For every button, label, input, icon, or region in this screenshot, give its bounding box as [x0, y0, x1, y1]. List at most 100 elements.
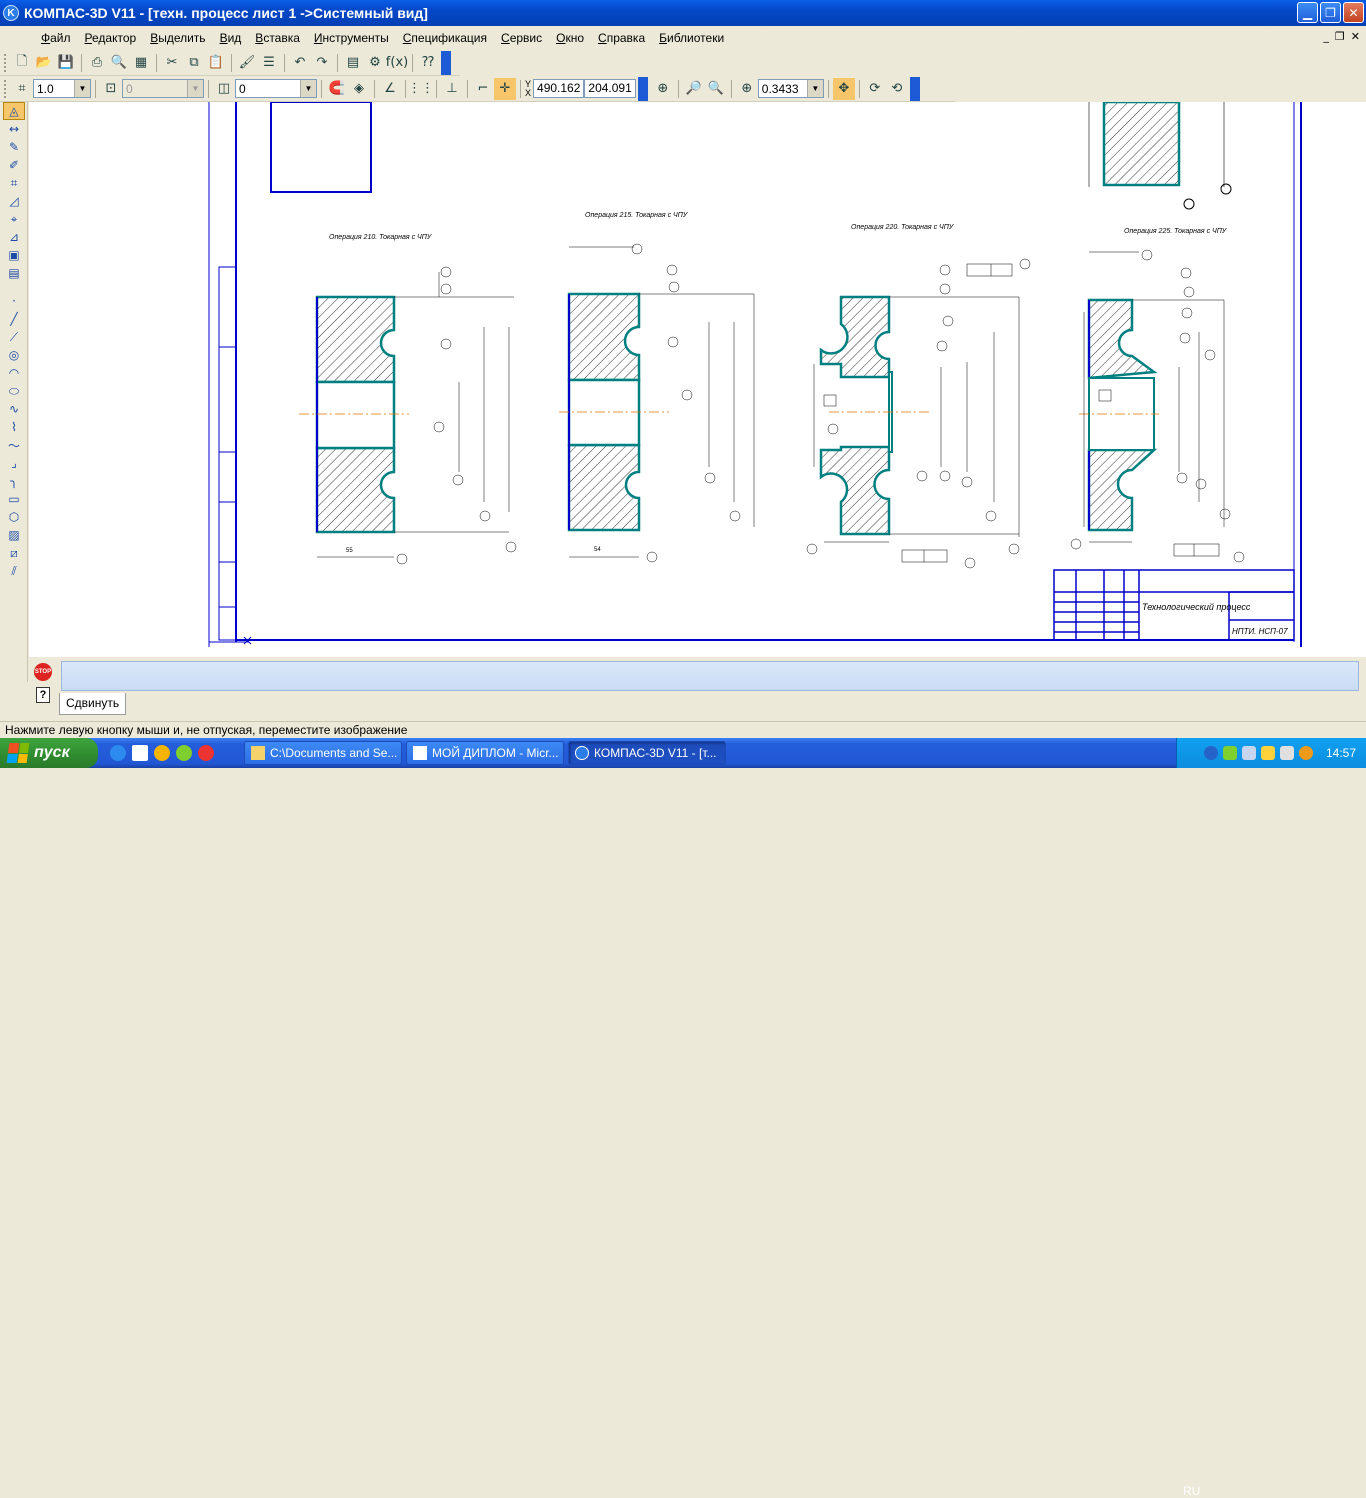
context-help-icon[interactable]: ⁇ [422, 55, 434, 70]
minimize-button[interactable]: ▁ [1297, 2, 1318, 23]
toolbar-overflow[interactable] [909, 76, 920, 101]
drawing-canvas[interactable]: Операция 210. Токарная с ЧПУ 55 Операция… [29, 102, 1366, 657]
layout-icon[interactable]: ▦ [134, 55, 148, 70]
app-flower-icon[interactable] [176, 745, 192, 761]
print-preview-icon[interactable]: 🔍 [110, 55, 128, 70]
tray-arrow-icon[interactable] [1203, 746, 1218, 760]
fillet-icon[interactable]: ╮ [10, 474, 18, 488]
parametric-tool-icon[interactable]: ⌗ [10, 175, 18, 190]
maximize-button[interactable]: ❐ [1320, 2, 1341, 23]
menu-editor[interactable]: Редактор [84, 31, 137, 45]
pan-icon[interactable]: ✥ [832, 77, 855, 100]
mdi-close-icon[interactable]: ✕ [1350, 30, 1360, 43]
chevron-down-icon[interactable]: ▼ [74, 80, 90, 97]
local-cs-icon[interactable]: ⊥ [446, 81, 458, 96]
measure-tool-icon[interactable]: ◿ [9, 194, 19, 208]
snap-local-icon[interactable]: ◈ [354, 81, 364, 96]
polygon-icon[interactable]: ⬡ [8, 510, 20, 524]
menu-libraries[interactable]: Библиотеки [659, 31, 725, 45]
zoom-combo[interactable]: 0.3433 ▼ [757, 79, 824, 98]
menu-file[interactable]: Файл [41, 31, 71, 45]
task-word[interactable]: МОЙ ДИПЛОМ - Micr... [406, 741, 564, 765]
tray-security-icon[interactable] [1260, 746, 1275, 760]
segment-icon[interactable]: ⟋ [9, 329, 19, 344]
layer-combo[interactable]: 0 ▼ [235, 79, 317, 98]
toolbar-overflow[interactable] [441, 50, 451, 75]
round-icon[interactable]: ✛ [494, 77, 516, 100]
snap-icon[interactable]: 🧲 [328, 81, 346, 96]
fx-icon[interactable]: f(x) [385, 55, 409, 70]
ortho-icon[interactable]: ⌐ [477, 81, 489, 96]
tray-flower-icon[interactable] [1222, 746, 1237, 760]
format-brush-icon[interactable]: 🖌 [238, 55, 256, 70]
mdi-minimize-icon[interactable]: _ [1323, 30, 1329, 43]
coord-x-field[interactable]: 490.162 [533, 79, 585, 98]
arc-icon[interactable]: ◠ [8, 366, 20, 380]
geometry-tool-icon[interactable]: ◬ [3, 102, 25, 120]
spec-tool-icon[interactable]: ▣ [8, 248, 20, 262]
menu-service[interactable]: Сервис [501, 31, 543, 45]
refresh-icon[interactable]: ⟳ [869, 81, 881, 96]
menu-select[interactable]: Выделить [150, 31, 206, 45]
tray-network-icon[interactable] [1241, 746, 1256, 760]
help-icon[interactable]: ? [36, 687, 50, 703]
chamfer-icon[interactable]: ⌟ [11, 456, 17, 470]
properties-icon[interactable]: ☰ [263, 55, 275, 70]
edit-tool-icon[interactable]: ✐ [8, 158, 20, 172]
tray-volume-icon[interactable] [1279, 746, 1294, 760]
redraw-icon[interactable]: ⟲ [891, 81, 903, 96]
redo-icon[interactable]: ↷ [316, 55, 328, 70]
chevron-down-icon[interactable]: ▼ [300, 80, 316, 97]
task-explorer[interactable]: C:\Documents and Se... [244, 741, 402, 765]
menu-view[interactable]: Вид [219, 31, 242, 45]
stop-icon[interactable]: STOP [34, 663, 52, 681]
open-folder-icon[interactable]: 📂 [35, 55, 53, 70]
layers-icon[interactable]: ◫ [217, 81, 231, 96]
dimensions-tool-icon[interactable]: ↔ [8, 122, 20, 136]
circle-icon[interactable]: ◎ [8, 348, 20, 362]
coord-y-field[interactable]: 204.091 [584, 79, 636, 98]
ellipse-icon[interactable]: ⬭ [8, 383, 20, 398]
save-icon[interactable]: 💾 [57, 55, 75, 70]
menu-help[interactable]: Справка [598, 31, 646, 45]
zoom-scale-icon[interactable]: ⊕ [741, 81, 753, 96]
line-scale-icon[interactable]: ⌗ [18, 81, 26, 96]
chevron-down-icon[interactable]: ▼ [806, 80, 823, 97]
undo-icon[interactable]: ↶ [294, 55, 306, 70]
language-indicator[interactable]: RU [1183, 1484, 1201, 1498]
tray-app-icon[interactable] [1298, 746, 1313, 760]
hatch-icon[interactable]: ▨ [8, 528, 20, 542]
manager-icon[interactable]: ▤ [346, 55, 360, 70]
zoom-in-icon[interactable]: 🔎 [685, 81, 702, 96]
rectangle-icon[interactable]: ▭ [8, 492, 20, 506]
variables-icon[interactable]: ⚙ [369, 55, 381, 70]
app-a-icon[interactable] [154, 745, 170, 761]
line-scale-combo[interactable]: 1.0 ▼ [33, 79, 91, 98]
point-icon[interactable]: · [12, 294, 16, 308]
menu-tools[interactable]: Инструменты [313, 31, 389, 45]
menu-specification[interactable]: Спецификация [402, 31, 488, 45]
cut-icon[interactable]: ✂ [166, 55, 178, 70]
equidistant-icon[interactable]: ⫽ [11, 563, 17, 578]
spline-icon[interactable]: ∿ [8, 402, 20, 416]
print-icon[interactable]: ⎙ [91, 55, 103, 70]
start-button[interactable]: пуск [0, 738, 98, 768]
show-desktop-icon[interactable] [132, 745, 148, 761]
task-kompas[interactable]: КОМПАС-3D V11 - [т... [568, 741, 726, 765]
polyline-icon[interactable]: ⌇ [11, 420, 17, 434]
close-button[interactable]: ✕ [1343, 2, 1364, 23]
zoom-out-icon[interactable]: 🔍 [707, 81, 724, 96]
auxiliary-line-icon[interactable]: ╱ [10, 312, 18, 326]
grid-icon[interactable]: ⋮⋮ [408, 81, 434, 96]
angle-snap-icon[interactable]: ∠ [384, 81, 396, 96]
associative-tool-icon[interactable]: ⊿ [8, 230, 20, 244]
tab-shift[interactable]: Сдвинуть [59, 693, 127, 715]
zoom-window-icon[interactable]: ⊕ [657, 81, 669, 96]
contour-icon[interactable]: ⧄ [10, 545, 18, 560]
chrome-icon[interactable] [198, 745, 214, 761]
internet-explorer-icon[interactable] [110, 745, 126, 761]
copy-icon[interactable]: ⧉ [189, 55, 199, 70]
new-document-icon[interactable]: 🗋 [16, 53, 28, 69]
mdi-restore-icon[interactable]: ❐ [1334, 30, 1345, 43]
paste-icon[interactable]: 📋 [207, 55, 225, 70]
